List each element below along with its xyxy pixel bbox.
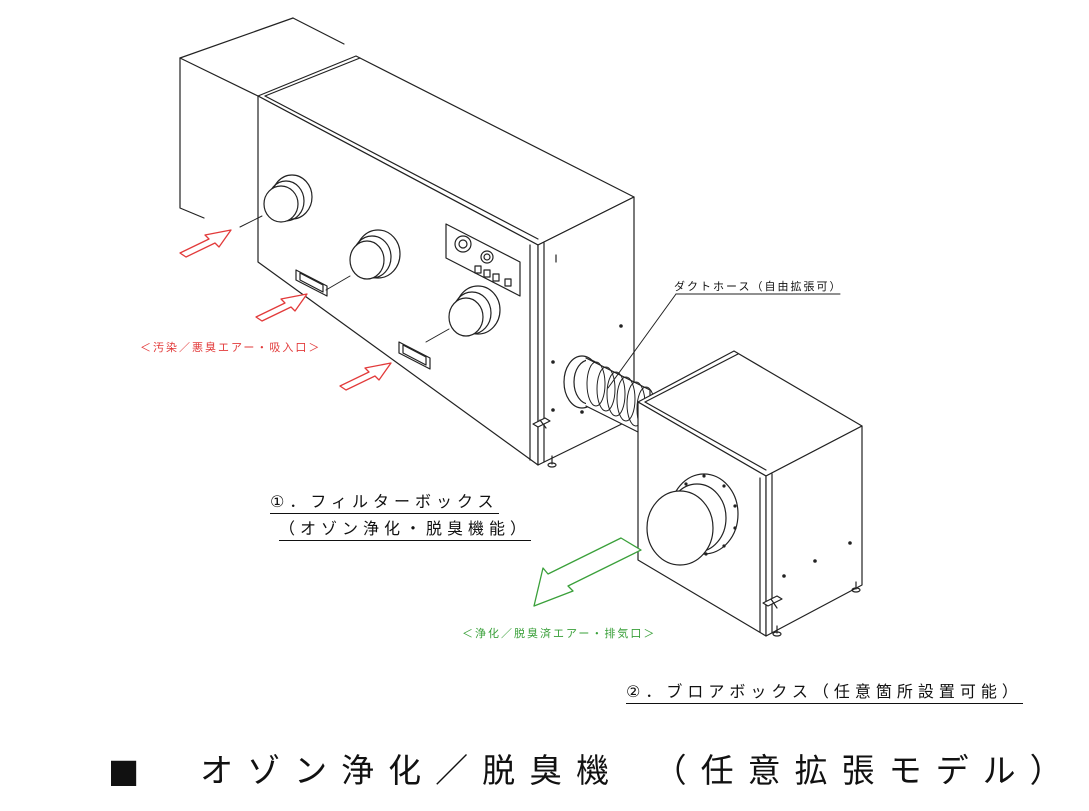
blower-box-side bbox=[765, 425, 863, 637]
gauge-dial bbox=[454, 235, 472, 253]
intake-arrow-3 bbox=[339, 362, 392, 391]
exhaust-port bbox=[646, 473, 739, 566]
exhaust-arrow bbox=[533, 537, 642, 607]
intake-arrow-2 bbox=[255, 293, 308, 322]
duct-hose-label: ダクトホース（自由拡張可） bbox=[674, 280, 843, 293]
exhaust-label: ＜浄化／脱臭済エアー・排気口＞ bbox=[462, 627, 657, 640]
intake-port-1 bbox=[263, 174, 313, 223]
control-panel bbox=[445, 223, 521, 297]
intake-port-2 bbox=[349, 229, 401, 280]
blower-box bbox=[637, 350, 863, 637]
control-knob bbox=[480, 250, 494, 264]
switch-1 bbox=[474, 265, 482, 274]
duct-hose bbox=[585, 293, 841, 439]
switch-4 bbox=[504, 278, 512, 287]
intake-port-3 bbox=[448, 285, 501, 337]
intake-arrows bbox=[179, 229, 392, 391]
back-wall-outline bbox=[179, 17, 345, 219]
duct-hose-leader bbox=[607, 293, 677, 389]
blower-box-label: ②．ブロアボックス（任意箇所設置可能） bbox=[626, 678, 1023, 704]
intake-arrow-1 bbox=[179, 229, 232, 258]
switch-2 bbox=[483, 269, 491, 278]
filter-box-title: ①．フィルターボックス bbox=[270, 488, 499, 514]
filter-box-subtitle: （オゾン浄化・脱臭機能） bbox=[279, 515, 532, 541]
filter-box bbox=[257, 55, 635, 468]
switch-3 bbox=[492, 273, 500, 282]
grille-left bbox=[295, 269, 328, 297]
intake-label: ＜汚染／悪臭エアー・吸入口＞ bbox=[140, 341, 322, 354]
filter-box-side bbox=[537, 196, 635, 466]
grille-right bbox=[398, 341, 431, 370]
page-title: ■ オゾン浄化／脱臭機 （任意拡張モデル） bbox=[108, 751, 1077, 790]
